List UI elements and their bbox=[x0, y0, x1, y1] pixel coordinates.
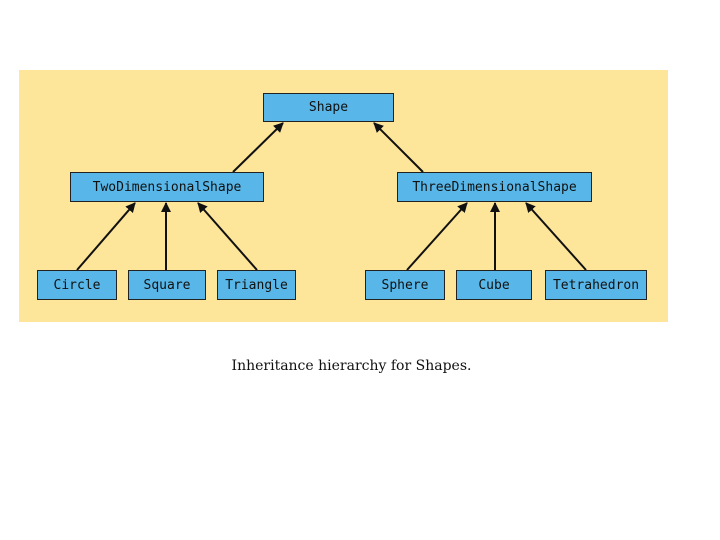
node-cube: Cube bbox=[456, 270, 532, 300]
node-two-dimensional-shape: TwoDimensionalShape bbox=[70, 172, 264, 202]
node-shape: Shape bbox=[263, 93, 394, 122]
node-triangle: Triangle bbox=[217, 270, 296, 300]
node-circle: Circle bbox=[37, 270, 117, 300]
node-three-dimensional-shape: ThreeDimensionalShape bbox=[397, 172, 592, 202]
node-tetrahedron: Tetrahedron bbox=[545, 270, 647, 300]
diagram-caption: Inheritance hierarchy for Shapes. bbox=[231, 358, 472, 374]
node-square: Square bbox=[128, 270, 206, 300]
node-sphere: Sphere bbox=[365, 270, 445, 300]
